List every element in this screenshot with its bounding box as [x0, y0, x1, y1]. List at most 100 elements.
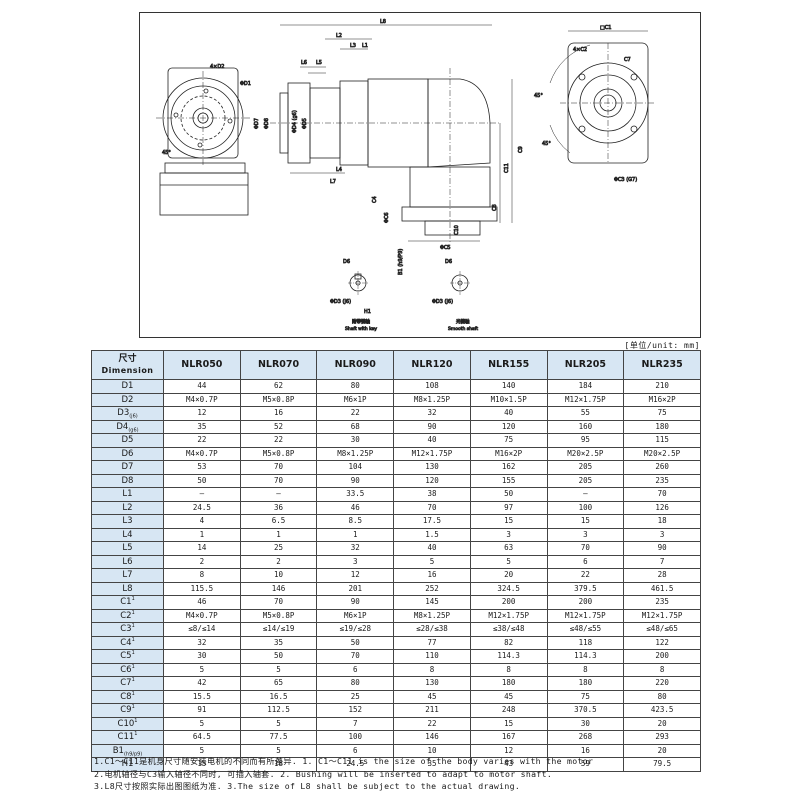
note-1: 1.C1～C11是机身尺寸随安装电机的不同而有所差异. 1. C1～C11 is…	[94, 756, 594, 766]
table-cell: 140	[469, 379, 548, 394]
table-cell: M5×0.8P	[239, 392, 318, 407]
table-cell: 24.5	[163, 500, 241, 515]
row-label: L2	[91, 500, 164, 515]
table-cell: 40	[393, 433, 471, 448]
table-cell: 235	[623, 473, 701, 488]
row-label: H1	[91, 757, 164, 772]
row-label-sup: 1	[131, 609, 135, 616]
row-label-sup: 1	[134, 731, 138, 738]
table-cell: 95	[546, 433, 625, 448]
table-cell: 65	[239, 676, 318, 691]
row-label: C31	[91, 622, 164, 637]
table-cell: 75	[623, 406, 701, 421]
drawing-svg: 4×D2 ΦD1 45° L8	[156, 19, 656, 332]
table-cell: 5	[239, 662, 318, 677]
table-cell: 38	[393, 487, 471, 502]
table-cell: 68	[316, 419, 395, 434]
table-cell: 22	[393, 716, 471, 731]
table-cell: 75	[469, 433, 548, 448]
row-label: D4(g6)	[91, 419, 164, 434]
table-cell: M5×0.8P	[239, 446, 318, 461]
label-c5: ΦC5	[440, 245, 451, 251]
table-cell: 118	[546, 635, 625, 650]
table-cell: 122	[623, 635, 701, 650]
table-cell: 1	[163, 527, 241, 542]
model-header: NLR235	[623, 350, 701, 380]
table-cell: M10×1.5P	[469, 392, 548, 407]
table-cell: M12×1.75P	[393, 446, 471, 461]
table-cell: 36	[239, 500, 318, 515]
table-cell: ≤48/≤65	[623, 622, 701, 637]
row-label-text: L7	[122, 570, 133, 581]
table-cell: 114.3	[546, 649, 625, 664]
table-cell: 324.5	[469, 581, 548, 596]
table-cell: 42	[163, 676, 241, 691]
label-l2: L2	[336, 33, 342, 39]
unit-label: [单位/unit: mm]	[624, 341, 700, 350]
shaft-key-en: Shaft with key	[345, 326, 377, 332]
table-cell: 1	[316, 527, 395, 542]
row-label: L8	[91, 581, 164, 596]
row-label-text: L4	[122, 529, 133, 540]
table-cell: 16	[239, 406, 318, 421]
table-cell: 70	[316, 649, 395, 664]
table-cell: 50	[316, 635, 395, 650]
table-cell: 130	[393, 676, 471, 691]
shaft-detail-key: D6 ΦD3 (j6) H1 B1 (h9/P9) 附带键轴 Shaft wit…	[330, 248, 405, 332]
table-cell: 167	[469, 730, 548, 745]
table-cell: 126	[623, 500, 701, 515]
label-c4: C4	[372, 196, 378, 203]
row-label-text: C1	[120, 597, 132, 608]
row-label-sub: (h9/p9)	[123, 751, 143, 758]
label-d3-a: ΦD3 (j6)	[330, 299, 351, 305]
model-header: NLR205	[546, 350, 625, 380]
label-c3: ΦC3 (G7)	[614, 177, 637, 183]
row-label: L3	[91, 514, 164, 529]
row-label-sup: 1	[131, 636, 135, 643]
row-label-text: L8	[122, 583, 133, 594]
row-label: C101	[91, 716, 164, 731]
table-cell: 146	[393, 730, 471, 745]
table-cell: 205	[546, 460, 625, 475]
row-label: C21	[91, 608, 164, 623]
table-cell: 64.5	[163, 730, 241, 745]
table-cell: 70	[239, 473, 318, 488]
row-label-sub: (j6)	[129, 413, 138, 420]
table-cell: M12×1.75P	[546, 608, 625, 623]
table-cell: M20×2.5P	[623, 446, 701, 461]
table-cell: 5	[239, 716, 318, 731]
dimension-header: 尺寸 Dimension	[91, 350, 164, 380]
row-label: C111	[91, 730, 164, 745]
row-label: L5	[91, 541, 164, 556]
table-cell: 155	[469, 473, 548, 488]
table-cell: 80	[316, 379, 395, 394]
label-d6-b: D6	[445, 259, 452, 265]
table-cell: 30	[316, 433, 395, 448]
row-label: C61	[91, 662, 164, 677]
row-label: C91	[91, 703, 164, 718]
table-cell: 90	[316, 595, 395, 610]
table-cell: 210	[623, 379, 701, 394]
table-cell: 379.5	[546, 581, 625, 596]
row-label-text: C8	[120, 691, 132, 702]
table-cell: 46	[316, 500, 395, 515]
table-cell: M12×1.75P	[546, 392, 625, 407]
label-45-b: 45°	[534, 93, 543, 99]
table-cell: ≤19/≤28	[316, 622, 395, 637]
table-cell: 17.5	[393, 514, 471, 529]
table-cell: 82	[469, 635, 548, 650]
table-cell: 461.5	[623, 581, 701, 596]
table-cell: 90	[316, 473, 395, 488]
label-d4: ΦD4 (g6)	[292, 110, 298, 133]
table-cell: ≤48/≤55	[546, 622, 625, 637]
row-label-sub: (g6)	[128, 427, 139, 434]
table-cell: 6	[546, 554, 625, 569]
table-cell: 16.5	[239, 689, 318, 704]
row-label-text: D7	[121, 462, 134, 473]
